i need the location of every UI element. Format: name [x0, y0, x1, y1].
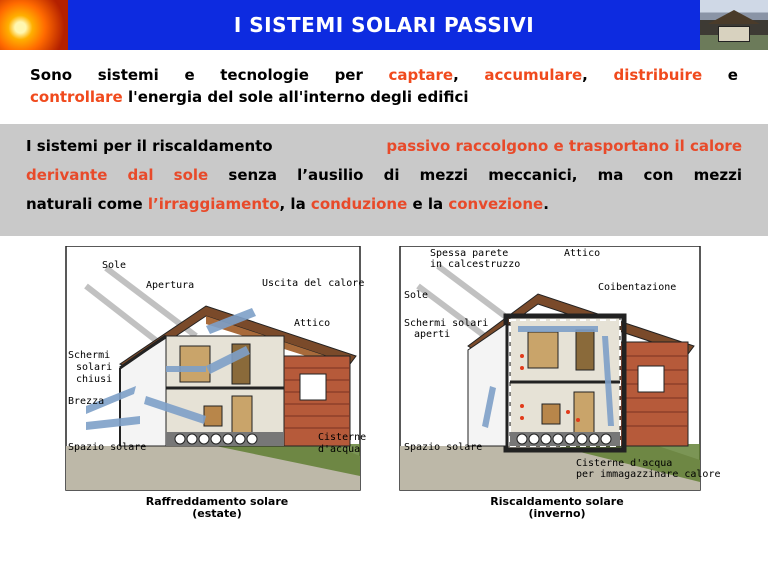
- page-title: I SISTEMI SOLARI PASSIVI: [233, 13, 535, 37]
- intro-e: e: [727, 66, 738, 84]
- label-uscita-calore: Uscita del calore: [262, 278, 365, 289]
- label-spazio-solare-right: Spazio solare: [404, 442, 483, 453]
- definition-box: I sistemi per il riscaldamento passivo r…: [0, 124, 768, 236]
- header-bar: I SISTEMI SOLARI PASSIVI: [0, 0, 768, 50]
- label-attico-right: Attico: [564, 248, 601, 259]
- label-apertura: Apertura: [146, 280, 195, 291]
- sun-image: [0, 0, 68, 50]
- intro-word: sistemi: [97, 66, 159, 84]
- label-sole-right: Sole: [404, 290, 429, 301]
- label-brezza: Brezza: [68, 396, 105, 407]
- intro-captare: captare,: [388, 66, 459, 84]
- intro-word: per: [334, 66, 363, 84]
- label-coibentazione: Coibentazione: [598, 282, 677, 293]
- house-photo: [700, 0, 768, 50]
- intro-accumulare: accumulare,: [484, 66, 588, 84]
- label-spazio-solare: Spazio solare: [68, 442, 147, 453]
- label-attico: Attico: [294, 318, 331, 329]
- definition-line-3: naturali come l’irraggiamento, la conduz…: [26, 195, 549, 213]
- intro-word: e: [184, 66, 195, 84]
- summer-cooling-diagram: Sole Apertura Uscita del calore Attico S…: [56, 245, 368, 530]
- definition-line-1: I sistemi per il riscaldamento passivo r…: [26, 137, 742, 155]
- intro-paragraph: Sono sistemi e tecnologie per captare, a…: [30, 64, 738, 108]
- definition-line-2: derivante dal sole senza l’ausilio di me…: [26, 166, 742, 184]
- caption-winter: Riscaldamento solare(inverno): [490, 495, 624, 520]
- summer-house-illustration: [65, 245, 361, 491]
- intro-word: Sono: [30, 66, 73, 84]
- label-sole: Sole: [102, 260, 127, 271]
- caption-summer: Raffreddamento solare(estate): [145, 495, 289, 520]
- intro-distribuire: distribuire: [613, 66, 703, 84]
- winter-house-illustration: [399, 245, 701, 491]
- intro-line-2: controllare l'energia del sole all'inter…: [30, 88, 469, 106]
- intro-word: tecnologie: [220, 66, 309, 84]
